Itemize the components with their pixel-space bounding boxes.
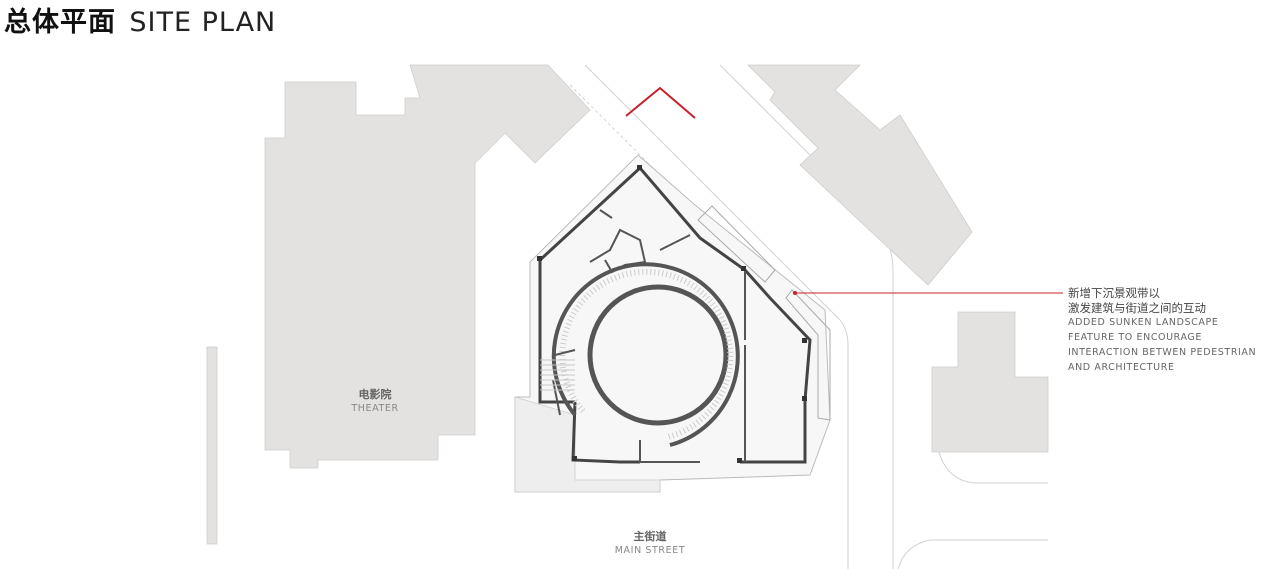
annotation-text: 新增下沉景观带以 激发建筑与街道之间的互动 ADDED SUNKEN LANDS… [1068,286,1274,375]
northeast-building [747,64,973,286]
annotation-en-line: FEATURE TO ENCOURAGE [1068,332,1202,343]
central-atrium [587,284,729,426]
north-arrow-icon [625,86,696,119]
page-title-cn: 总体平面 [4,7,116,38]
annotation-cn-line: 新增下沉景观带以 [1068,286,1160,300]
theater-label-cn: 电影院 [358,388,392,401]
ring-corridor-wall [551,262,740,447]
building-columns [537,165,807,463]
main-street-label-en: MAIN STREET [614,545,686,556]
annotation-en-line: INTERACTION BETWEN PEDESTRIAN [1068,347,1257,358]
southwest-wall [571,401,640,464]
theater-label-en: THEATER [351,403,399,414]
strip-building [206,346,218,545]
neighbor-buildings [206,64,1049,545]
ring-corridor-hatch [559,268,734,440]
entrance-canopy [697,205,776,283]
interior-walls [552,209,746,463]
main-street-label-cn: 主街道 [633,530,667,543]
annotation-en-line: ADDED SUNKEN LANDSCAPE [1068,317,1219,328]
page-title: 总体平面 SITE PLAN [4,6,276,40]
theater-building [264,64,591,469]
stair-hatch [540,359,575,391]
main-street-label: 主街道 MAIN STREET [600,530,700,557]
annotation-cn-line: 激发建筑与街道之间的互动 [1068,300,1206,315]
annotation-leader [793,291,1063,295]
east-building [931,311,1049,453]
annotation-en-line: AND ARCHITECTURE [1068,362,1175,373]
main-building [514,154,831,493]
theater-label: 电影院 THEATER [335,388,415,415]
page-title-en: SITE PLAN [129,7,277,38]
sunken-landscape [785,289,831,421]
